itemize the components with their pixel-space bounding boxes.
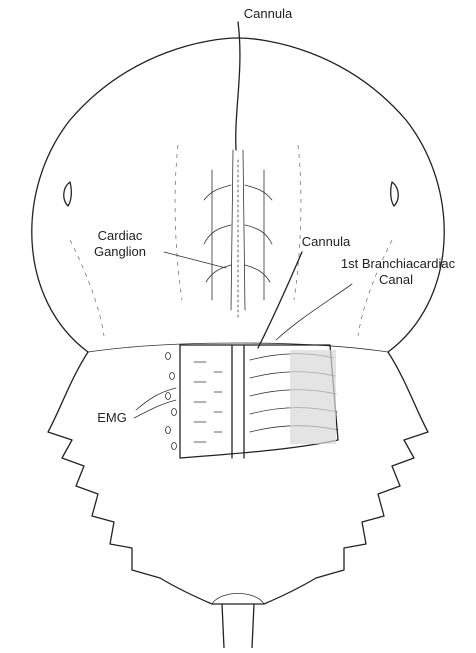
heart-vessel-right <box>243 150 245 310</box>
telson <box>222 604 254 648</box>
cardiac-ganglion-leader <box>164 252 226 268</box>
cannula-right-line <box>258 252 302 348</box>
left-eye <box>64 182 72 206</box>
gill-shading <box>290 350 336 444</box>
label-cannula-right: Cannula <box>302 234 351 249</box>
canal-leader <box>276 284 352 340</box>
label-ganglion: Ganglion <box>94 244 146 259</box>
right-lateral-ridge <box>358 240 392 336</box>
label-cardiac: Cardiac <box>98 228 143 243</box>
right-eye <box>391 182 399 206</box>
heart-vessel-left <box>231 150 233 310</box>
left-segment-marks <box>194 362 222 442</box>
label-canal-line1: 1st Branchiacardiac <box>341 256 456 271</box>
label-cannula-top: Cannula <box>244 6 293 21</box>
emg-electrode-dots <box>166 353 177 450</box>
cannula-top-line <box>236 22 240 150</box>
label-emg: EMG <box>97 410 127 425</box>
heart-ostia-left <box>204 185 231 282</box>
heart-ostia-right <box>245 185 272 282</box>
abdomen-outline <box>48 352 428 604</box>
telson-base <box>212 594 264 605</box>
emg-leader-2 <box>134 400 176 418</box>
right-dorsal-ridge <box>294 145 301 300</box>
left-dorsal-ridge <box>175 145 182 300</box>
label-canal-line2: Canal <box>379 272 413 287</box>
